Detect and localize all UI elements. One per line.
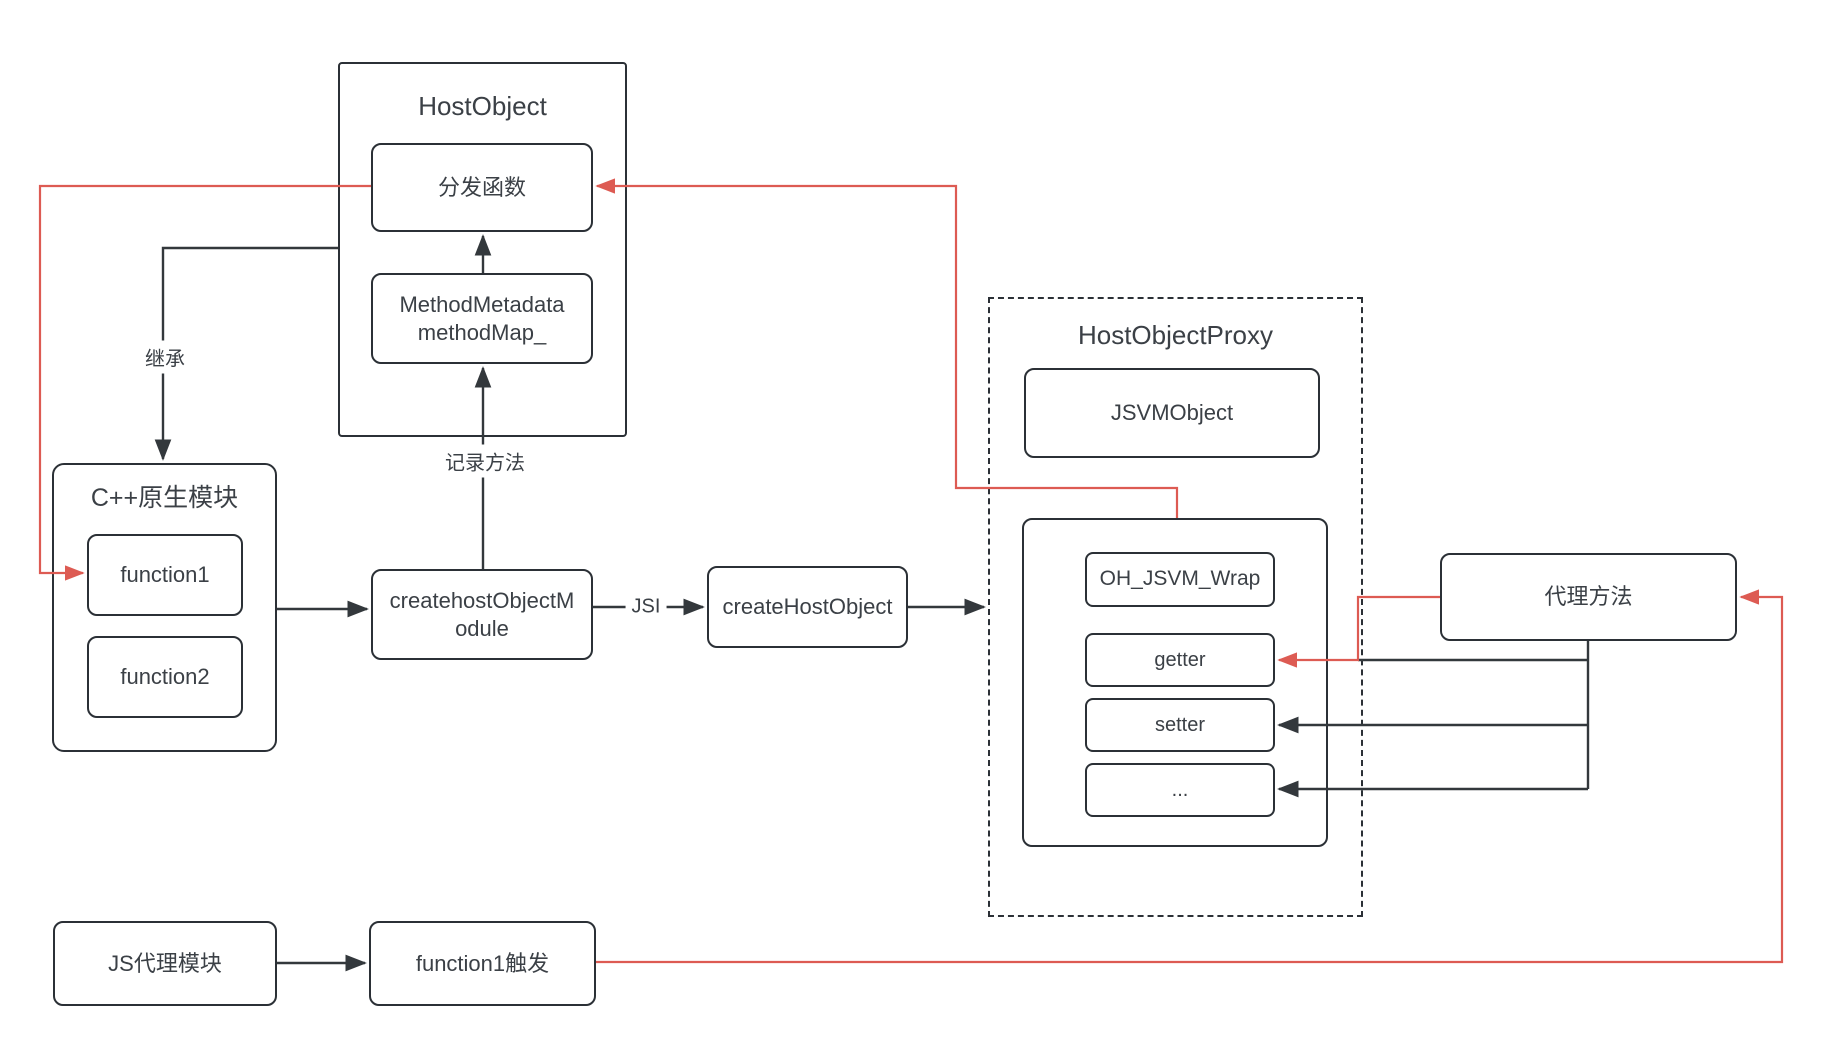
method-metadata-line1: MethodMetadata [399,292,565,317]
function2-label: function2 [120,664,210,690]
function1-trigger-label: function1触发 [415,950,550,976]
js-proxy-module-label: JS代理模块 [108,950,222,976]
proxy-method-label: 代理方法 [1544,584,1633,610]
host-object-proxy-title: HostObjectProxy [1077,320,1274,350]
create-host-object-module-line2: odule [455,615,509,641]
jsi-edge-label: JSI [625,593,667,621]
jsvm-object-label: JSVMObject [1110,400,1234,426]
method-metadata-line2: methodMap_ [417,319,547,345]
host-object-box: HostObject [338,62,627,437]
function1-trigger-box: function1触发 [369,921,596,1006]
function2-box: function2 [87,636,243,718]
record-method-edge-label: 记录方法 [439,444,531,478]
more-methods-label: ... [1171,778,1189,801]
create-host-object-module-box: createhostObjectM odule [371,569,593,660]
getter-box: getter [1085,633,1275,687]
host-object-title: HostObject [418,91,547,121]
jsvm-object-box: JSVMObject [1024,368,1320,458]
create-host-object-module-line1: createhostObjectM [389,588,575,613]
dispatch-fn-label: 分发函数 [437,174,526,200]
inherit-edge-label: 继承 [139,340,191,374]
js-proxy-module-box: JS代理模块 [53,921,277,1006]
proxy-method-box: 代理方法 [1440,553,1737,641]
method-metadata-box: MethodMetadata methodMap_ [371,273,593,364]
create-host-object-label: createHostObject [722,594,893,620]
setter-label: setter [1154,713,1206,736]
oh-jsvm-wrap-box: OH_JSVM_Wrap [1085,552,1275,607]
more-methods-box: ... [1085,763,1275,817]
cpp-module-title: C++原生模块 [90,484,239,512]
function1-label: function1 [120,562,210,588]
getter-label: getter [1154,648,1206,671]
create-host-object-box: createHostObject [707,566,908,648]
dispatch-fn-box: 分发函数 [371,143,593,232]
function1-box: function1 [87,534,243,616]
setter-box: setter [1085,698,1275,752]
oh-jsvm-wrap-label: OH_JSVM_Wrap [1099,567,1261,591]
